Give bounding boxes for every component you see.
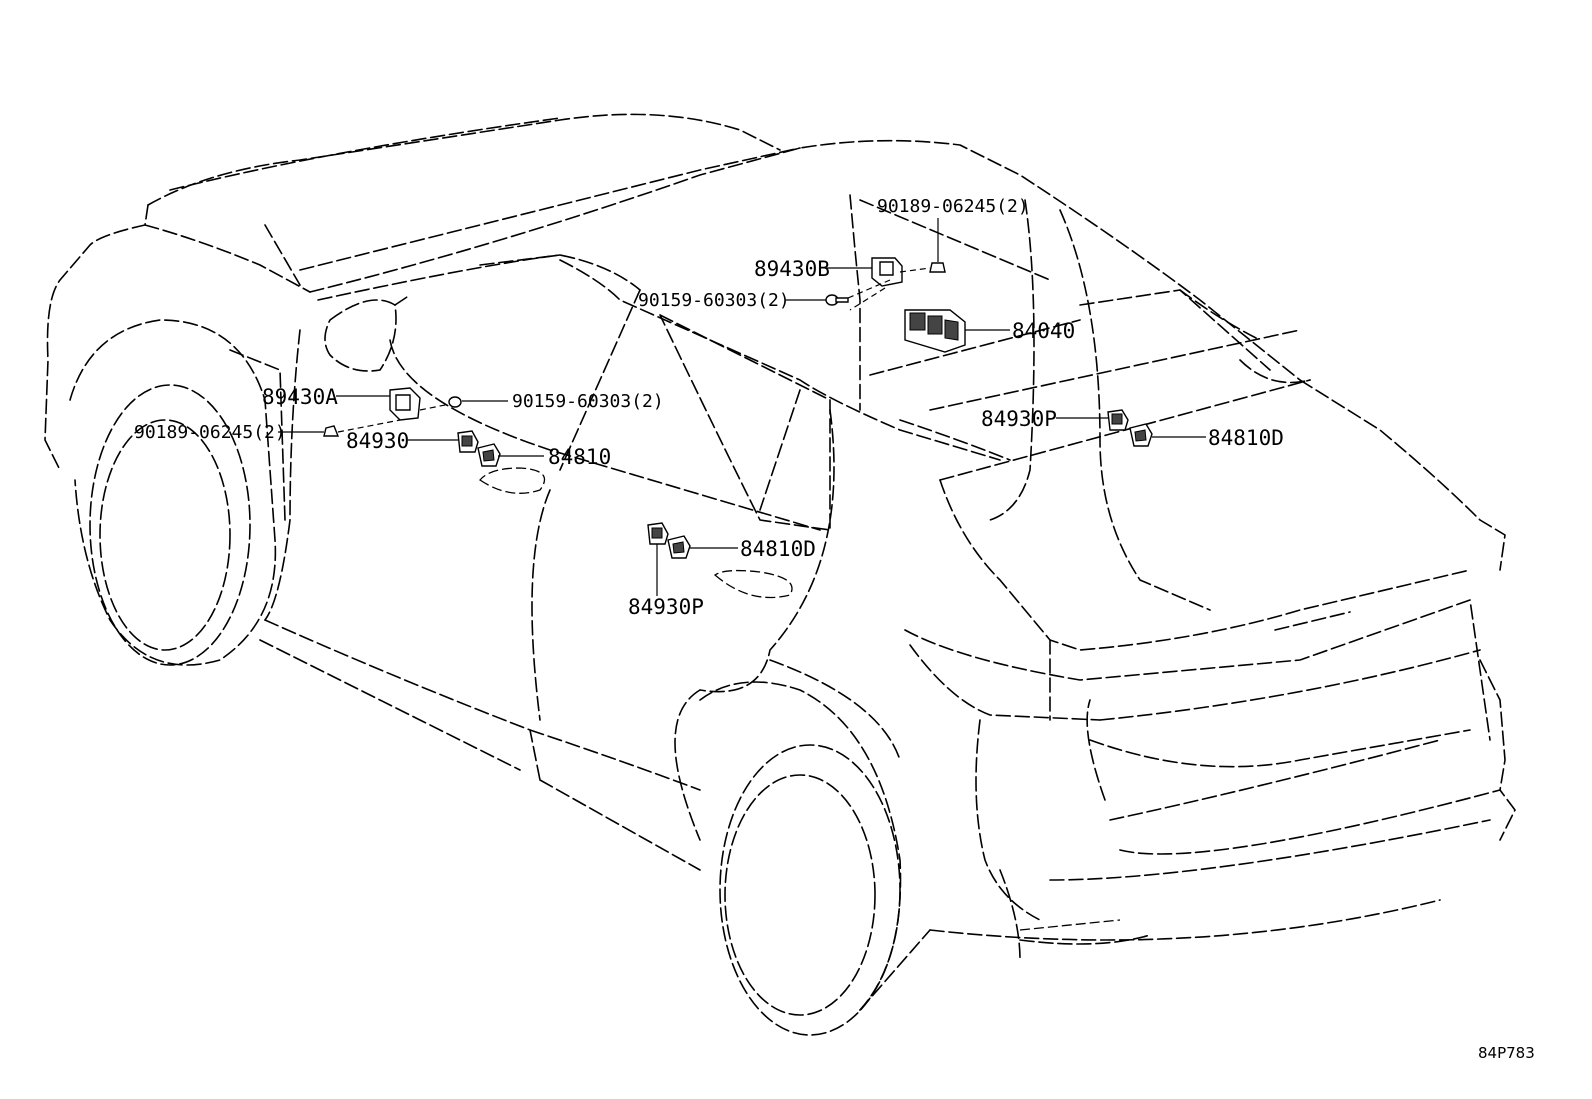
switch-84930p-rear-icon [1107, 409, 1129, 431]
clip-90189-top-icon [929, 262, 946, 273]
label-84040: 84040 [1012, 319, 1075, 343]
label-84810: 84810 [548, 445, 611, 469]
clip-90189-left-icon [323, 425, 340, 437]
leader-lines [278, 218, 1206, 596]
label-84810d-mid: 84810D [740, 537, 816, 561]
switch-84810-icon [477, 443, 501, 467]
part-labels: 90189-06245(2) 89430B 90159-60303(2) 840… [134, 196, 1284, 619]
label-84810d-rear: 84810D [1208, 426, 1284, 450]
vehicle-outline [44, 113, 1516, 1036]
part-icons [323, 257, 1153, 559]
label-90189-06245-left: 90189-06245(2) [134, 422, 286, 443]
screw-90159-mid-icon [448, 396, 462, 408]
switch-84930-icon [457, 430, 479, 453]
switch-84930p-mid-icon [647, 522, 669, 545]
switch-84040-icon [904, 309, 966, 353]
sensor-89430b-icon [871, 257, 903, 287]
label-89430b: 89430B [754, 257, 830, 281]
switch-84810d-rear-icon [1129, 423, 1153, 447]
label-90159-60303-top: 90159-60303(2) [638, 290, 790, 311]
screw-90159-top-icon [825, 294, 849, 306]
diagram-code: 84P783 [1478, 1044, 1535, 1062]
sensor-89430a-icon [389, 387, 421, 421]
label-84930p-mid: 84930P [628, 595, 704, 619]
switch-84810d-mid-icon [667, 535, 691, 559]
label-89430a: 89430A [262, 385, 338, 409]
label-84930p-rear: 84930P [981, 407, 1057, 431]
label-84930: 84930 [346, 429, 409, 453]
label-90159-60303-mid: 90159-60303(2) [512, 391, 664, 412]
label-90189-06245-top: 90189-06245(2) [877, 196, 1029, 217]
